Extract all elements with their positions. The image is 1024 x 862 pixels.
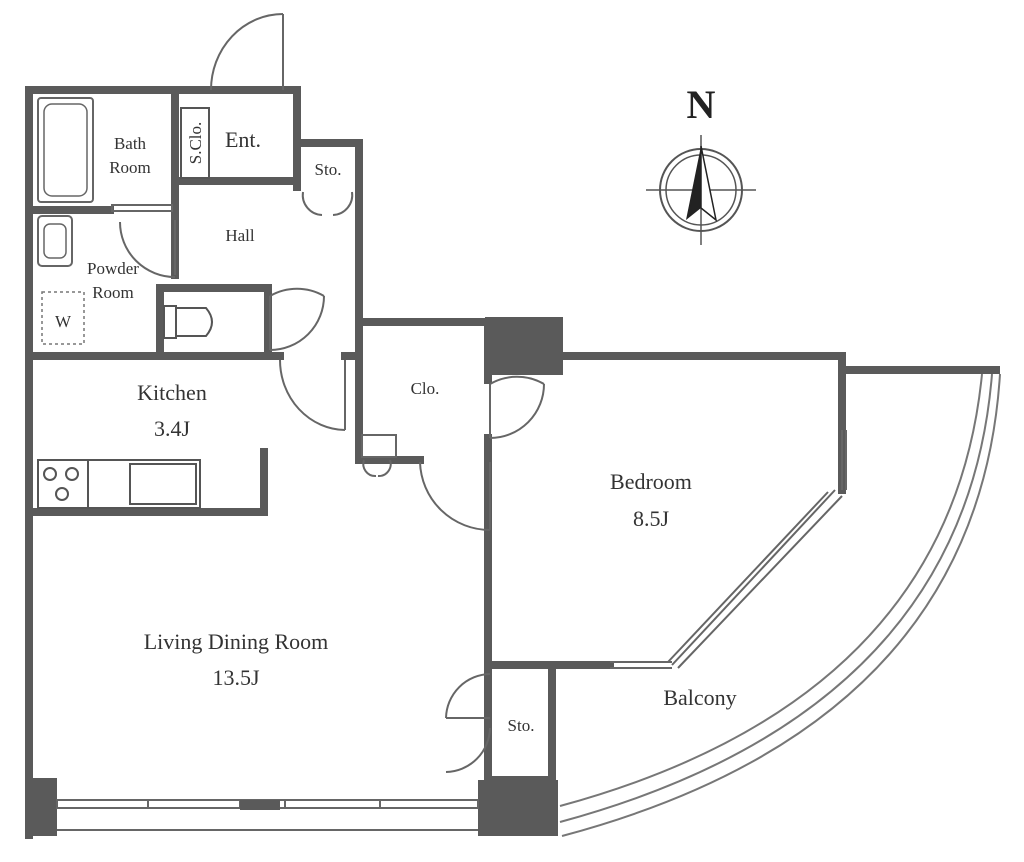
closet-label: Clo. <box>411 379 440 398</box>
storage-top-label: Sto. <box>315 160 342 179</box>
kitchen-counter <box>87 459 201 509</box>
balcony-railing <box>559 373 1001 837</box>
washbasin-inner <box>43 223 67 259</box>
bath-room-label-2: Room <box>109 158 151 177</box>
shoe-closet <box>180 107 210 179</box>
living-dining-size-label: 13.5J <box>212 665 260 690</box>
washbasin <box>37 215 73 267</box>
washer-label: W <box>55 312 72 331</box>
compass-needle-icon <box>686 146 701 220</box>
kitchen-sink <box>129 463 197 505</box>
bath-room-label: Bath <box>114 134 147 153</box>
column <box>25 778 57 836</box>
balcony-label: Balcony <box>663 685 736 710</box>
living-dining-label: Living Dining Room <box>144 629 329 654</box>
doors <box>111 13 545 773</box>
bedroom-size-label: 8.5J <box>633 506 670 531</box>
shoe-closet-label: S.Clo. <box>186 122 205 165</box>
window-mullion <box>240 800 280 810</box>
kitchen-size-label: 3.4J <box>154 416 191 441</box>
washer-pan <box>41 291 85 345</box>
window-bedroom-diagonal <box>610 430 847 669</box>
powder-room-label-2: Room <box>92 283 134 302</box>
column <box>485 317 563 375</box>
entrance-label: Ent. <box>225 127 261 152</box>
bathtub-inner <box>43 103 88 197</box>
column <box>478 780 558 836</box>
walls <box>25 86 846 839</box>
hall-label: Hall <box>225 226 255 245</box>
kitchen-label: Kitchen <box>137 380 207 405</box>
compass <box>646 135 756 245</box>
toilet <box>163 305 213 339</box>
compass-north-label: N <box>687 82 716 127</box>
bathtub <box>37 97 94 203</box>
storage-bottom-label: Sto. <box>508 716 535 735</box>
stove <box>37 459 89 509</box>
powder-room-label: Powder <box>87 259 139 278</box>
bedroom-label: Bedroom <box>610 469 692 494</box>
